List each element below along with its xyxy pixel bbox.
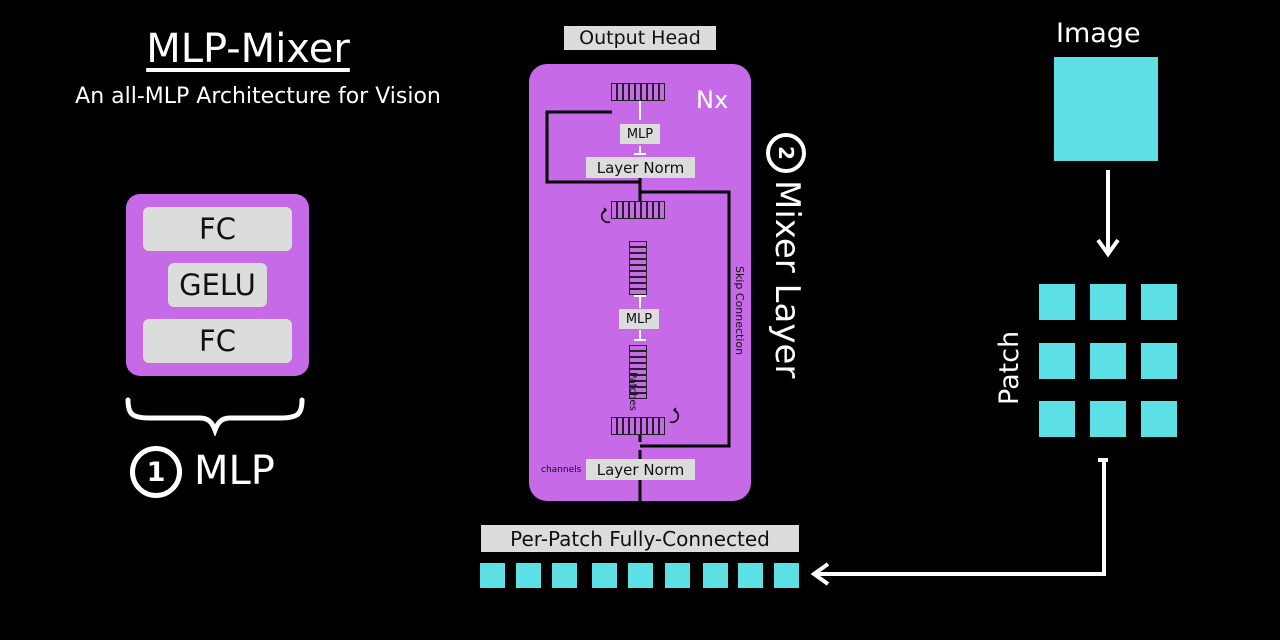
- patch-tile: [1090, 401, 1126, 437]
- gelu-layer: GELU: [168, 263, 267, 307]
- token-vector-bottom: [611, 417, 665, 435]
- patch-tile: [1141, 343, 1177, 379]
- mlp-label: MLP: [194, 448, 275, 494]
- fc-layer-1: FC: [143, 207, 292, 251]
- page-subtitle: An all-MLP Architecture for Vision: [75, 84, 441, 109]
- sequence-patch: [703, 563, 728, 588]
- per-patch-fc-label: Per-Patch Fully-Connected: [481, 525, 799, 552]
- brace-icon: [125, 397, 305, 436]
- mlp-block: FC GELU FC: [126, 194, 309, 376]
- arrow-down-icon: [1096, 170, 1120, 258]
- fc-layer-2: FC: [143, 319, 292, 363]
- patch-label: Patch: [994, 330, 1025, 405]
- mlp-top: MLP: [620, 124, 660, 144]
- patch-tile: [1141, 284, 1177, 320]
- channels-label: channels: [541, 465, 582, 475]
- token-vector-top: [611, 83, 665, 101]
- step-1-circle: 1: [130, 446, 182, 498]
- patch-tile: [1090, 284, 1126, 320]
- patch-tile: [1039, 401, 1075, 437]
- sequence-patch: [628, 563, 653, 588]
- mixer-layer-label: Mixer Layer: [767, 180, 807, 379]
- layer-norm-bottom: Layer Norm: [586, 459, 695, 480]
- page-title: MLP-Mixer: [146, 26, 350, 72]
- arrow-to-sequence-icon: [810, 458, 1108, 586]
- input-image: [1054, 57, 1158, 161]
- sequence-patch: [480, 563, 505, 588]
- token-vector-2: [611, 201, 665, 219]
- sequence-patch: [516, 563, 541, 588]
- repeat-label: Nx: [696, 86, 729, 114]
- sequence-patch: [552, 563, 577, 588]
- patch-tile: [1039, 284, 1075, 320]
- mlp-mid: MLP: [619, 309, 659, 329]
- sequence-patch: [665, 563, 690, 588]
- image-label: Image: [1056, 18, 1141, 49]
- sequence-patch: [738, 563, 763, 588]
- patches-label: Patches: [627, 372, 638, 411]
- output-head-label: Output Head: [564, 26, 716, 50]
- sequence-patch: [774, 563, 799, 588]
- patch-tile: [1141, 401, 1177, 437]
- patch-tile: [1090, 343, 1126, 379]
- skip-connection-label: Skip Connection: [733, 266, 746, 356]
- layer-norm-top: Layer Norm: [586, 157, 695, 178]
- step-2-circle: 2: [766, 133, 806, 173]
- sequence-patch: [592, 563, 617, 588]
- channel-vector-upper: [629, 241, 647, 295]
- patch-tile: [1039, 343, 1075, 379]
- channel-vector-lower: [629, 345, 647, 399]
